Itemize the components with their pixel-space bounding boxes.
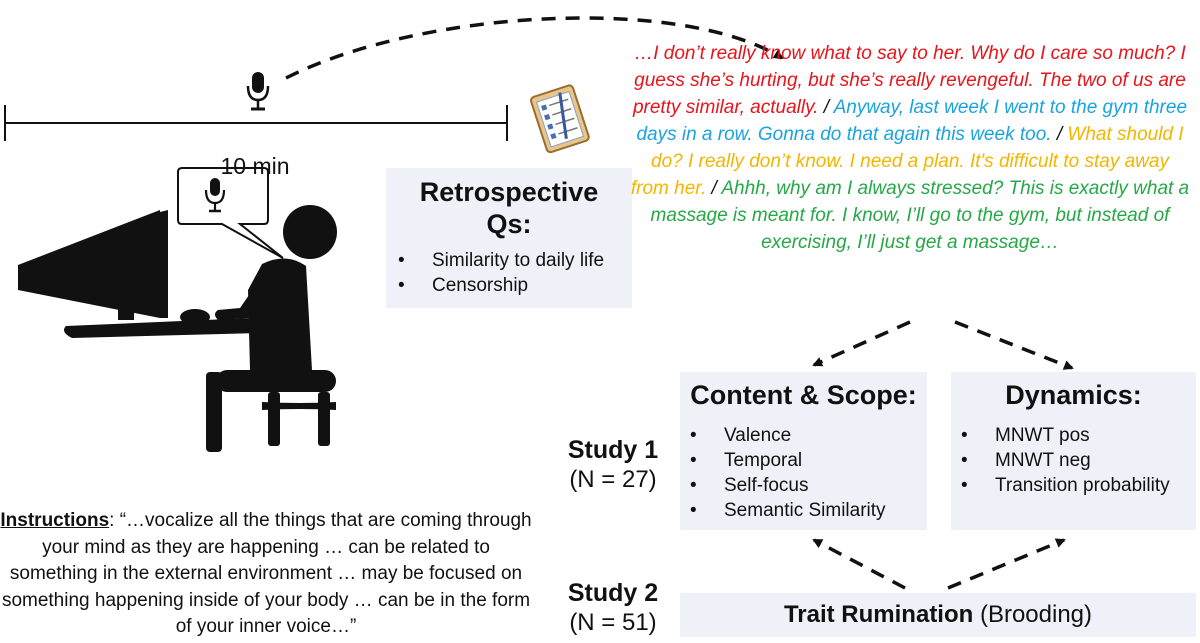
thought-segment-gold: What should I do? I really don’t know. I… bbox=[630, 124, 1184, 199]
microphone-icon bbox=[246, 72, 270, 111]
list-item: MNWT neg bbox=[961, 448, 1196, 473]
segment-separator: / bbox=[706, 178, 722, 199]
content-scope-list: Valence Temporal Self-focus Semantic Sim… bbox=[690, 423, 927, 523]
study1-label: Study 1 (N = 27) bbox=[553, 435, 673, 495]
study1-n: (N = 27) bbox=[569, 466, 657, 493]
list-item: Transition probability bbox=[961, 473, 1196, 498]
timeline-bar bbox=[4, 105, 508, 141]
thought-segment-green: Ahhh, why am I always stressed? This is … bbox=[650, 178, 1190, 253]
list-item: Self-focus bbox=[690, 473, 927, 498]
list-item: Temporal bbox=[690, 448, 927, 473]
list-item: MNWT pos bbox=[961, 423, 1196, 448]
retrospective-title: Retrospective Qs: bbox=[386, 176, 632, 240]
study1-name: Study 1 bbox=[567, 436, 659, 464]
retrospective-list: Similarity to daily life Censorship bbox=[398, 248, 632, 298]
instructions-label: Instructions bbox=[0, 510, 110, 531]
content-scope-title: Content & Scope: bbox=[690, 380, 917, 410]
thought-sample-text: …I don’t really know what to say to her.… bbox=[630, 40, 1190, 256]
list-item: Valence bbox=[690, 423, 927, 448]
content-scope-box: Content & Scope: Valence Temporal Self-f… bbox=[680, 372, 927, 530]
thought-segment-blue: Anyway, last week I went to the gym thre… bbox=[636, 97, 1188, 145]
segment-separator: / bbox=[1051, 124, 1068, 145]
instructions-text: Instructions: “…vocalize all the things … bbox=[0, 508, 532, 641]
study2-label: Study 2 (N = 51) bbox=[553, 578, 673, 638]
retrospective-questions-box: Retrospective Qs: Similarity to daily li… bbox=[386, 168, 632, 308]
dynamics-box: Dynamics: MNWT pos MNWT neg Transition p… bbox=[951, 372, 1196, 530]
checklist-icon bbox=[530, 84, 590, 154]
dynamics-title: Dynamics: bbox=[1005, 380, 1142, 410]
retrospective-title-line2: Qs: bbox=[486, 209, 532, 239]
arrow-trait-to-content-scope bbox=[812, 538, 906, 590]
list-item: Semantic Similarity bbox=[690, 498, 927, 523]
list-item: Censorship bbox=[398, 273, 632, 298]
trait-rumination-box: Trait Rumination (Brooding) bbox=[680, 593, 1196, 637]
instructions-body: : “…vocalize all the things that are com… bbox=[1, 510, 532, 637]
trait-rumination-qualifier: (Brooding) bbox=[973, 601, 1093, 628]
arrow-to-dynamics bbox=[954, 320, 1074, 370]
list-item: Similarity to daily life bbox=[398, 248, 632, 273]
retrospective-title-line1: Retrospective bbox=[419, 177, 599, 207]
arrow-to-content-scope bbox=[812, 320, 911, 367]
arrow-trait-to-dynamics bbox=[947, 538, 1066, 590]
arrow-mic-to-thoughts bbox=[285, 16, 784, 80]
study2-n: (N = 51) bbox=[569, 609, 657, 636]
speech-bubble-icon bbox=[177, 167, 284, 259]
study2-name: Study 2 bbox=[567, 579, 659, 607]
trait-rumination-label: Trait Rumination bbox=[783, 601, 974, 628]
thought-segment-red: …I don’t really know what to say to her.… bbox=[632, 43, 1186, 118]
dynamics-list: MNWT pos MNWT neg Transition probability bbox=[961, 423, 1196, 498]
segment-separator: / bbox=[818, 97, 834, 118]
person-at-computer-icon bbox=[18, 205, 337, 452]
timeline-duration-label: 10 min bbox=[220, 153, 290, 179]
